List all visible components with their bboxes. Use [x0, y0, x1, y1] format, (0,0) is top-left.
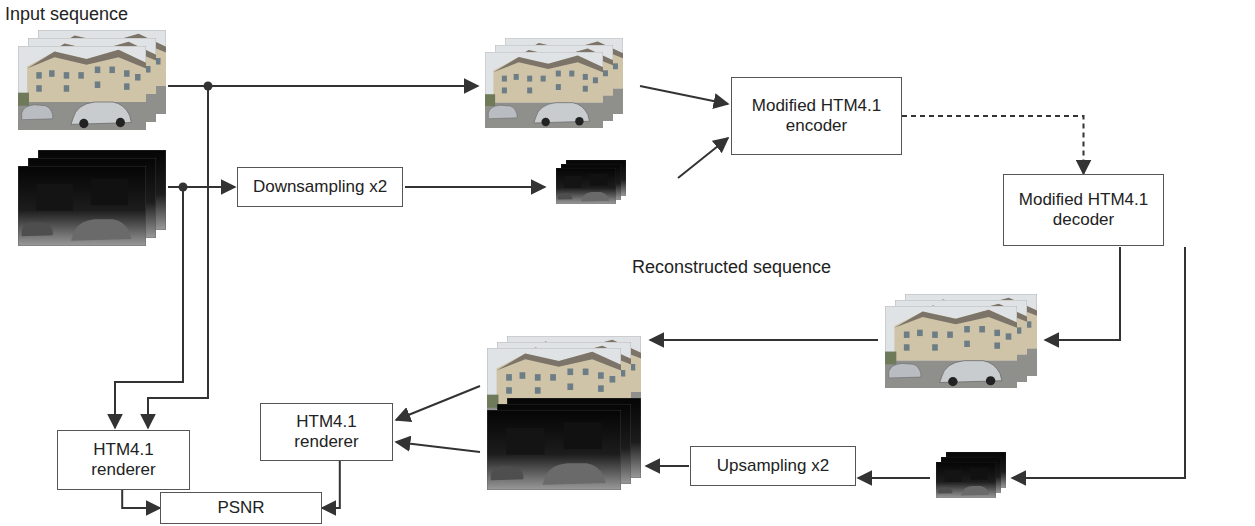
flow-arrow: [902, 116, 1084, 174]
box-text: Modified HTM4.1 decoder: [1012, 190, 1155, 231]
process-box: Upsampling x2: [690, 446, 856, 486]
box-text: Upsampling x2: [717, 456, 829, 476]
caption-label: Reconstructed sequence: [632, 257, 831, 278]
process-box: PSNR: [160, 492, 322, 524]
box-text: HTM4.1 renderer: [66, 440, 181, 481]
box-text: Downsampling x2: [253, 177, 387, 197]
process-box: Downsampling x2: [237, 167, 403, 207]
process-box: HTM4.1 renderer: [57, 430, 190, 490]
flow-arrow: [322, 461, 340, 508]
process-box: Modified HTM4.1 decoder: [1003, 174, 1164, 246]
process-box: Modified HTM4.1 encoder: [731, 77, 902, 155]
caption-label: Input sequence: [5, 4, 128, 25]
box-text: Modified HTM4.1 encoder: [740, 96, 893, 137]
flow-arrow: [122, 490, 160, 508]
box-text: HTM4.1 renderer: [269, 412, 384, 453]
box-text: PSNR: [217, 498, 264, 518]
process-box: HTM4.1 renderer: [260, 403, 393, 461]
